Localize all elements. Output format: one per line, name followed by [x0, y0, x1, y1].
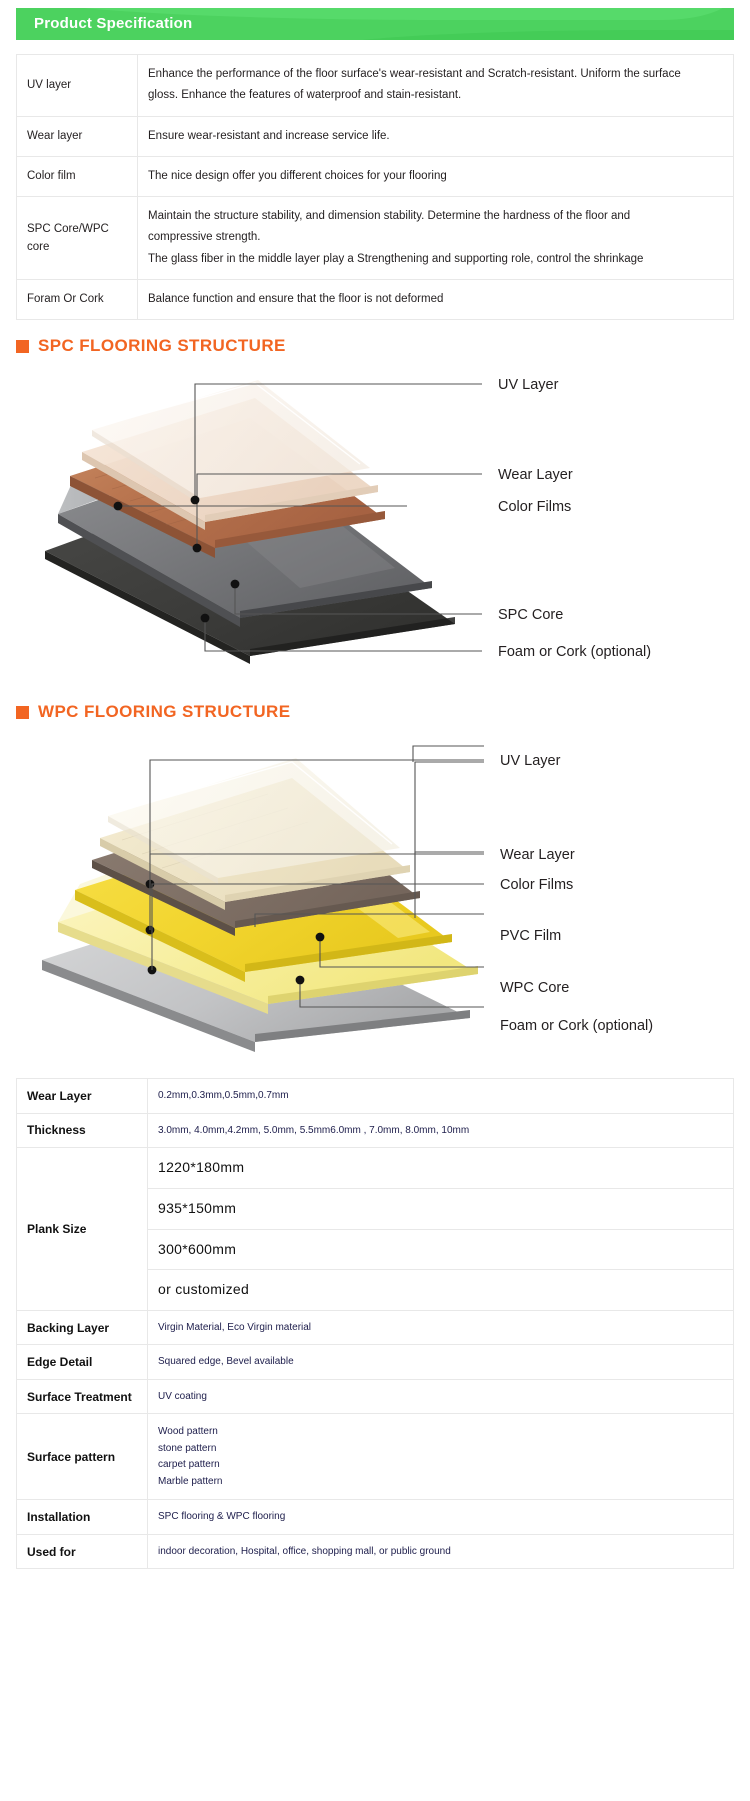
spec-key-surface-treatment: Surface Treatment [16, 1378, 148, 1415]
wpc-label-color-films: Color Films [500, 877, 573, 893]
desc-line: Enhance the performance of the floor sur… [148, 68, 681, 80]
page-banner: Product Specification [16, 8, 734, 40]
spc-uv-layer [92, 380, 370, 505]
product-specification-page: Product Specification UV layer Enhance t… [0, 8, 750, 1587]
wpc-label-foam-or-cork: Foam or Cork (optional) [500, 1018, 653, 1034]
spc-label-wear-layer: Wear Layer [498, 467, 573, 483]
table-row: Thickness 3.0mm, 4.0mm,4.2mm, 5.0mm, 5.5… [16, 1112, 734, 1149]
desc-line: The nice design offer you different choi… [148, 169, 447, 182]
pattern-item: carpet pattern [158, 1459, 220, 1471]
spec-value-surface-treatment: UV coating [147, 1378, 734, 1415]
table-row: Wear Layer 0.2mm,0.3mm,0.5mm,0.7mm [16, 1078, 734, 1114]
pattern-item: stone pattern [158, 1442, 217, 1454]
table-row: Foram Or Cork Balance function and ensur… [16, 278, 734, 321]
desc-line: Maintain the structure stability, and di… [148, 210, 631, 223]
layer-desc-cell: Ensure wear-resistant and increase servi… [137, 115, 734, 157]
spec-value-installation: SPC flooring & WPC flooring [147, 1499, 734, 1535]
spc-label-foam-or-cork: Foam or Cork (optional) [498, 644, 651, 660]
wpc-uv-layer [108, 758, 400, 885]
table-row: Surface Treatment UV coating [16, 1378, 734, 1415]
table-row: UV layer Enhance the performance of the … [16, 54, 734, 117]
spec-value-edge-detail: Squared edge, Bevel available [147, 1344, 734, 1380]
table-row: or customized [17, 1269, 734, 1311]
spc-section-heading: SPC FLOORING STRUCTURE [16, 336, 750, 356]
layer-desc-cell: Enhance the performance of the floor sur… [137, 54, 734, 117]
wpc-structure-diagram: UV Layer Wear Layer Color Films PVC Film… [0, 722, 750, 1062]
wpc-section-heading: WPC FLOORING STRUCTURE [16, 702, 750, 722]
table-row: Installation SPC flooring & WPC flooring [16, 1499, 734, 1535]
spec-value-surface-pattern: Wood pattern stone pattern carpet patter… [147, 1413, 734, 1501]
wpc-label-pvc-film: PVC Film [500, 928, 561, 944]
layer-desc-cell: Balance function and ensure that the flo… [137, 278, 734, 321]
table-row: Surface pattern Wood pattern stone patte… [16, 1413, 734, 1501]
pattern-item: Wood pattern [158, 1426, 218, 1438]
spec-value-used-for: indoor decoration, Hospital, office, sho… [147, 1533, 734, 1570]
product-spec-table: Wear Layer 0.2mm,0.3mm,0.5mm,0.7mm Thick… [16, 1078, 734, 1570]
spc-leader-dots [113, 495, 240, 623]
spc-structure-diagram: UV Layer Wear Layer Color Films SPC Core… [0, 356, 750, 686]
spec-key-installation: Installation [16, 1499, 148, 1535]
spec-value-backing-layer: Virgin Material, Eco Virgin material [147, 1309, 734, 1346]
wpc-leader-lines-2 [149, 759, 484, 971]
spec-key-backing-layer: Backing Layer [16, 1309, 148, 1346]
table-row: Used for indoor decoration, Hospital, of… [16, 1533, 734, 1570]
square-bullet-icon [16, 339, 29, 353]
spec-value-plank-size: 300*600mm [147, 1228, 734, 1271]
layer-name-cell: SPC Core/WPC core [16, 196, 138, 280]
spec-key-plank-size: Plank Size [16, 1147, 148, 1311]
spec-key-used-for: Used for [16, 1533, 148, 1570]
spec-value-wear-layer: 0.2mm,0.3mm,0.5mm,0.7mm [147, 1078, 734, 1114]
square-bullet-icon [16, 705, 29, 719]
spc-label-uv-layer: UV Layer [498, 377, 559, 393]
spec-value-plank-size: or customized [147, 1269, 734, 1311]
wpc-label-uv-layer: UV Layer [500, 753, 561, 769]
spc-label-spc-core: SPC Core [498, 607, 563, 623]
table-row: Color film The nice design offer you dif… [16, 155, 734, 198]
spc-leader-lines [118, 383, 482, 652]
bottom-spacer [0, 1569, 750, 1587]
wpc-label-wear-layer: Wear Layer [500, 847, 575, 863]
desc-line: compressive strength. [148, 231, 261, 244]
layer-desc-cell: Maintain the structure stability, and di… [137, 196, 734, 280]
layer-name-cell: Wear layer [16, 115, 138, 157]
desc-line: Balance function and ensure that the flo… [148, 292, 444, 305]
spec-value-plank-size: 935*150mm [147, 1187, 734, 1230]
wpc-heading-label: WPC FLOORING STRUCTURE [38, 702, 291, 722]
layer-desc-cell: The nice design offer you different choi… [137, 155, 734, 198]
table-row: 300*600mm [17, 1228, 734, 1271]
spec-value-thickness: 3.0mm, 4.0mm,4.2mm, 5.0mm, 5.5mm6.0mm , … [147, 1112, 734, 1149]
banner-wave-bottom [317, 30, 734, 40]
spec-key-surface-pattern: Surface pattern [16, 1413, 148, 1501]
spec-key-thickness: Thickness [16, 1112, 148, 1149]
table-row: Plank Size 1220*180mm [16, 1147, 734, 1311]
pattern-item: Marble pattern [158, 1475, 223, 1487]
table-row: Edge Detail Squared edge, Bevel availabl… [16, 1344, 734, 1380]
layer-name-cell: Color film [16, 155, 138, 198]
table-row: SPC Core/WPC core Maintain the structure… [16, 196, 734, 280]
layer-name-cell: Foram Or Cork [16, 278, 138, 321]
desc-line: Ensure wear-resistant and increase servi… [148, 129, 390, 142]
spec-key-edge-detail: Edge Detail [16, 1344, 148, 1380]
wpc-label-wpc-core: WPC Core [500, 980, 569, 996]
table-row: 935*150mm [17, 1187, 734, 1230]
desc-line: gloss. Enhance the features of waterproo… [148, 89, 462, 102]
structure-description-table: UV layer Enhance the performance of the … [16, 54, 734, 321]
table-row: Wear layer Ensure wear-resistant and inc… [16, 115, 734, 157]
spec-key-wear-layer: Wear Layer [16, 1078, 148, 1114]
spc-heading-label: SPC FLOORING STRUCTURE [38, 336, 286, 356]
spc-label-color-films: Color Films [498, 499, 571, 515]
page-title: Product Specification [34, 15, 193, 32]
layer-name-cell: UV layer [16, 54, 138, 117]
table-row: Backing Layer Virgin Material, Eco Virgi… [16, 1309, 734, 1346]
desc-line: The glass fiber in the middle layer play… [148, 252, 644, 265]
spec-value-plank-size: 1220*180mm [147, 1147, 734, 1189]
